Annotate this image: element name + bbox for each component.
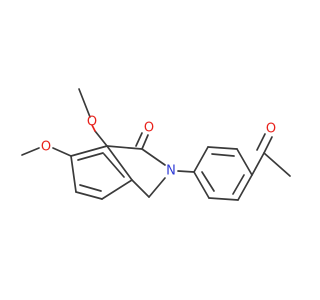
atom-o-methoxy-top: O: [87, 115, 97, 130]
bond-c7-c7a-inner: [77, 152, 104, 161]
bond-c5-c4: [75, 191, 103, 200]
molecule-canvas: O O O N O: [21, 88, 291, 201]
bond-o-top-fragment: [91, 124, 96, 132]
bond-ph-2: [207, 146, 238, 150]
bond-c5-c4-inner: [79, 184, 102, 192]
bond-ph-6: [193, 171, 210, 199]
bond-ph-4-inner: [232, 174, 245, 195]
bond-o-left-to-c6: [52, 147, 72, 157]
bond-ph-5: [208, 197, 239, 201]
bond-acetyl-o-double: [256, 133, 266, 151]
bond-c3a-c7a: [106, 145, 133, 181]
bond-c3a-c7a-inner: [103, 153, 125, 178]
bond-acetyl-methyl: [263, 152, 291, 177]
bond-methyl-top: [78, 88, 91, 118]
bond-ph-6-inner: [201, 171, 215, 192]
bond-c7a-c1: [106, 145, 143, 150]
bond-c3a-c3: [131, 179, 150, 198]
bond-ph-to-carbonyl: [251, 152, 265, 176]
bond-acetyl-o: [263, 136, 273, 154]
atom-n-ring: N: [166, 164, 176, 179]
atom-o-acetyl: O: [266, 122, 276, 137]
bond-c1-n: [141, 148, 166, 166]
bond-ph-3: [236, 148, 253, 176]
atom-o-carbonyl-ring: O: [144, 121, 154, 136]
bond-ph-4: [237, 174, 253, 201]
bond-ph-2-inner: [211, 153, 235, 157]
bond-c1-o-double: [135, 132, 143, 147]
atom-o-methoxy-left: O: [41, 140, 51, 155]
bond-o-top-to-c7a: [94, 130, 108, 147]
bond-n-phenyl: [177, 170, 195, 173]
molecule-structure: O O O N O: [21, 88, 291, 201]
bond-c6-c5: [70, 155, 77, 193]
bond-c4-c3a: [101, 179, 133, 200]
bond-c1-o: [141, 134, 149, 150]
bond-c7a-c3a: [70, 145, 108, 157]
bond-c3-n: [148, 177, 166, 198]
bond-ph-1: [193, 146, 209, 173]
bond-methyl-left: [21, 147, 40, 156]
